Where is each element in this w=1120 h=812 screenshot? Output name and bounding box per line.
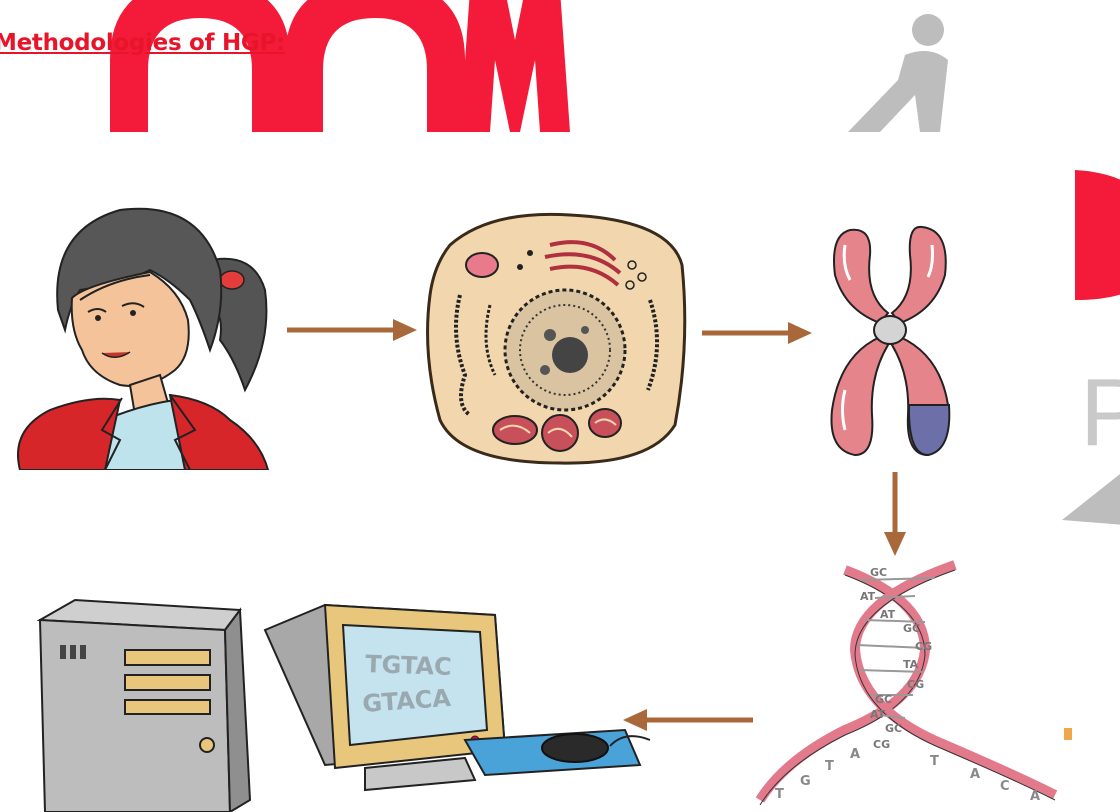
- dna-strand-letter: T: [930, 754, 939, 769]
- watermark-adm-letters: [110, 0, 570, 132]
- person-illustration: [10, 190, 275, 470]
- dna-pair-label: GC: [870, 566, 887, 579]
- dna-pair-label: TA: [903, 658, 919, 671]
- dna-pair-label: GC: [875, 693, 892, 706]
- dna-helix-illustration: GC AT AT GC CG TA CG GC AT GC CG T G T A…: [745, 560, 1065, 805]
- dna-strand-letter: A: [1030, 789, 1040, 804]
- dna-strand-letter: T: [775, 787, 784, 802]
- monitor-text-line-1: TGTAC: [365, 650, 452, 681]
- arrow-chromosome-to-dna: [880, 470, 910, 560]
- arrow-cell-to-chromosome: [700, 318, 815, 348]
- dna-pair-label: AT: [880, 608, 896, 621]
- dna-strand-letter: G: [800, 774, 811, 789]
- dna-pair-label: GC: [903, 622, 920, 635]
- dna-strand-letter: A: [850, 747, 860, 762]
- dna-strand-letter: C: [1000, 779, 1010, 794]
- dna-pair-label: CG: [915, 640, 932, 653]
- dna-pair-label: GC: [885, 722, 902, 735]
- watermark-dot: [1064, 728, 1072, 740]
- dna-strand-letter: T: [825, 759, 834, 774]
- dna-pair-label: CG: [907, 678, 924, 691]
- cell-illustration: [420, 205, 690, 470]
- watermark-side-letter: P: [1080, 359, 1120, 466]
- watermark-red-circle: [1075, 170, 1120, 300]
- dna-pair-label: AT: [860, 590, 876, 603]
- dna-pair-label: AT: [870, 708, 886, 721]
- chromosome-illustration: [810, 215, 970, 465]
- dna-strand-letter: A: [970, 767, 980, 782]
- dna-pair-label: CG: [873, 738, 890, 751]
- watermark-figure: [848, 14, 948, 132]
- computer-illustration: TGTAC GTACA: [35, 590, 655, 812]
- arrow-person-to-cell: [285, 315, 420, 345]
- page-title: Methodologies of HGP:: [0, 30, 285, 56]
- watermark-gray-wedge: [1062, 470, 1120, 525]
